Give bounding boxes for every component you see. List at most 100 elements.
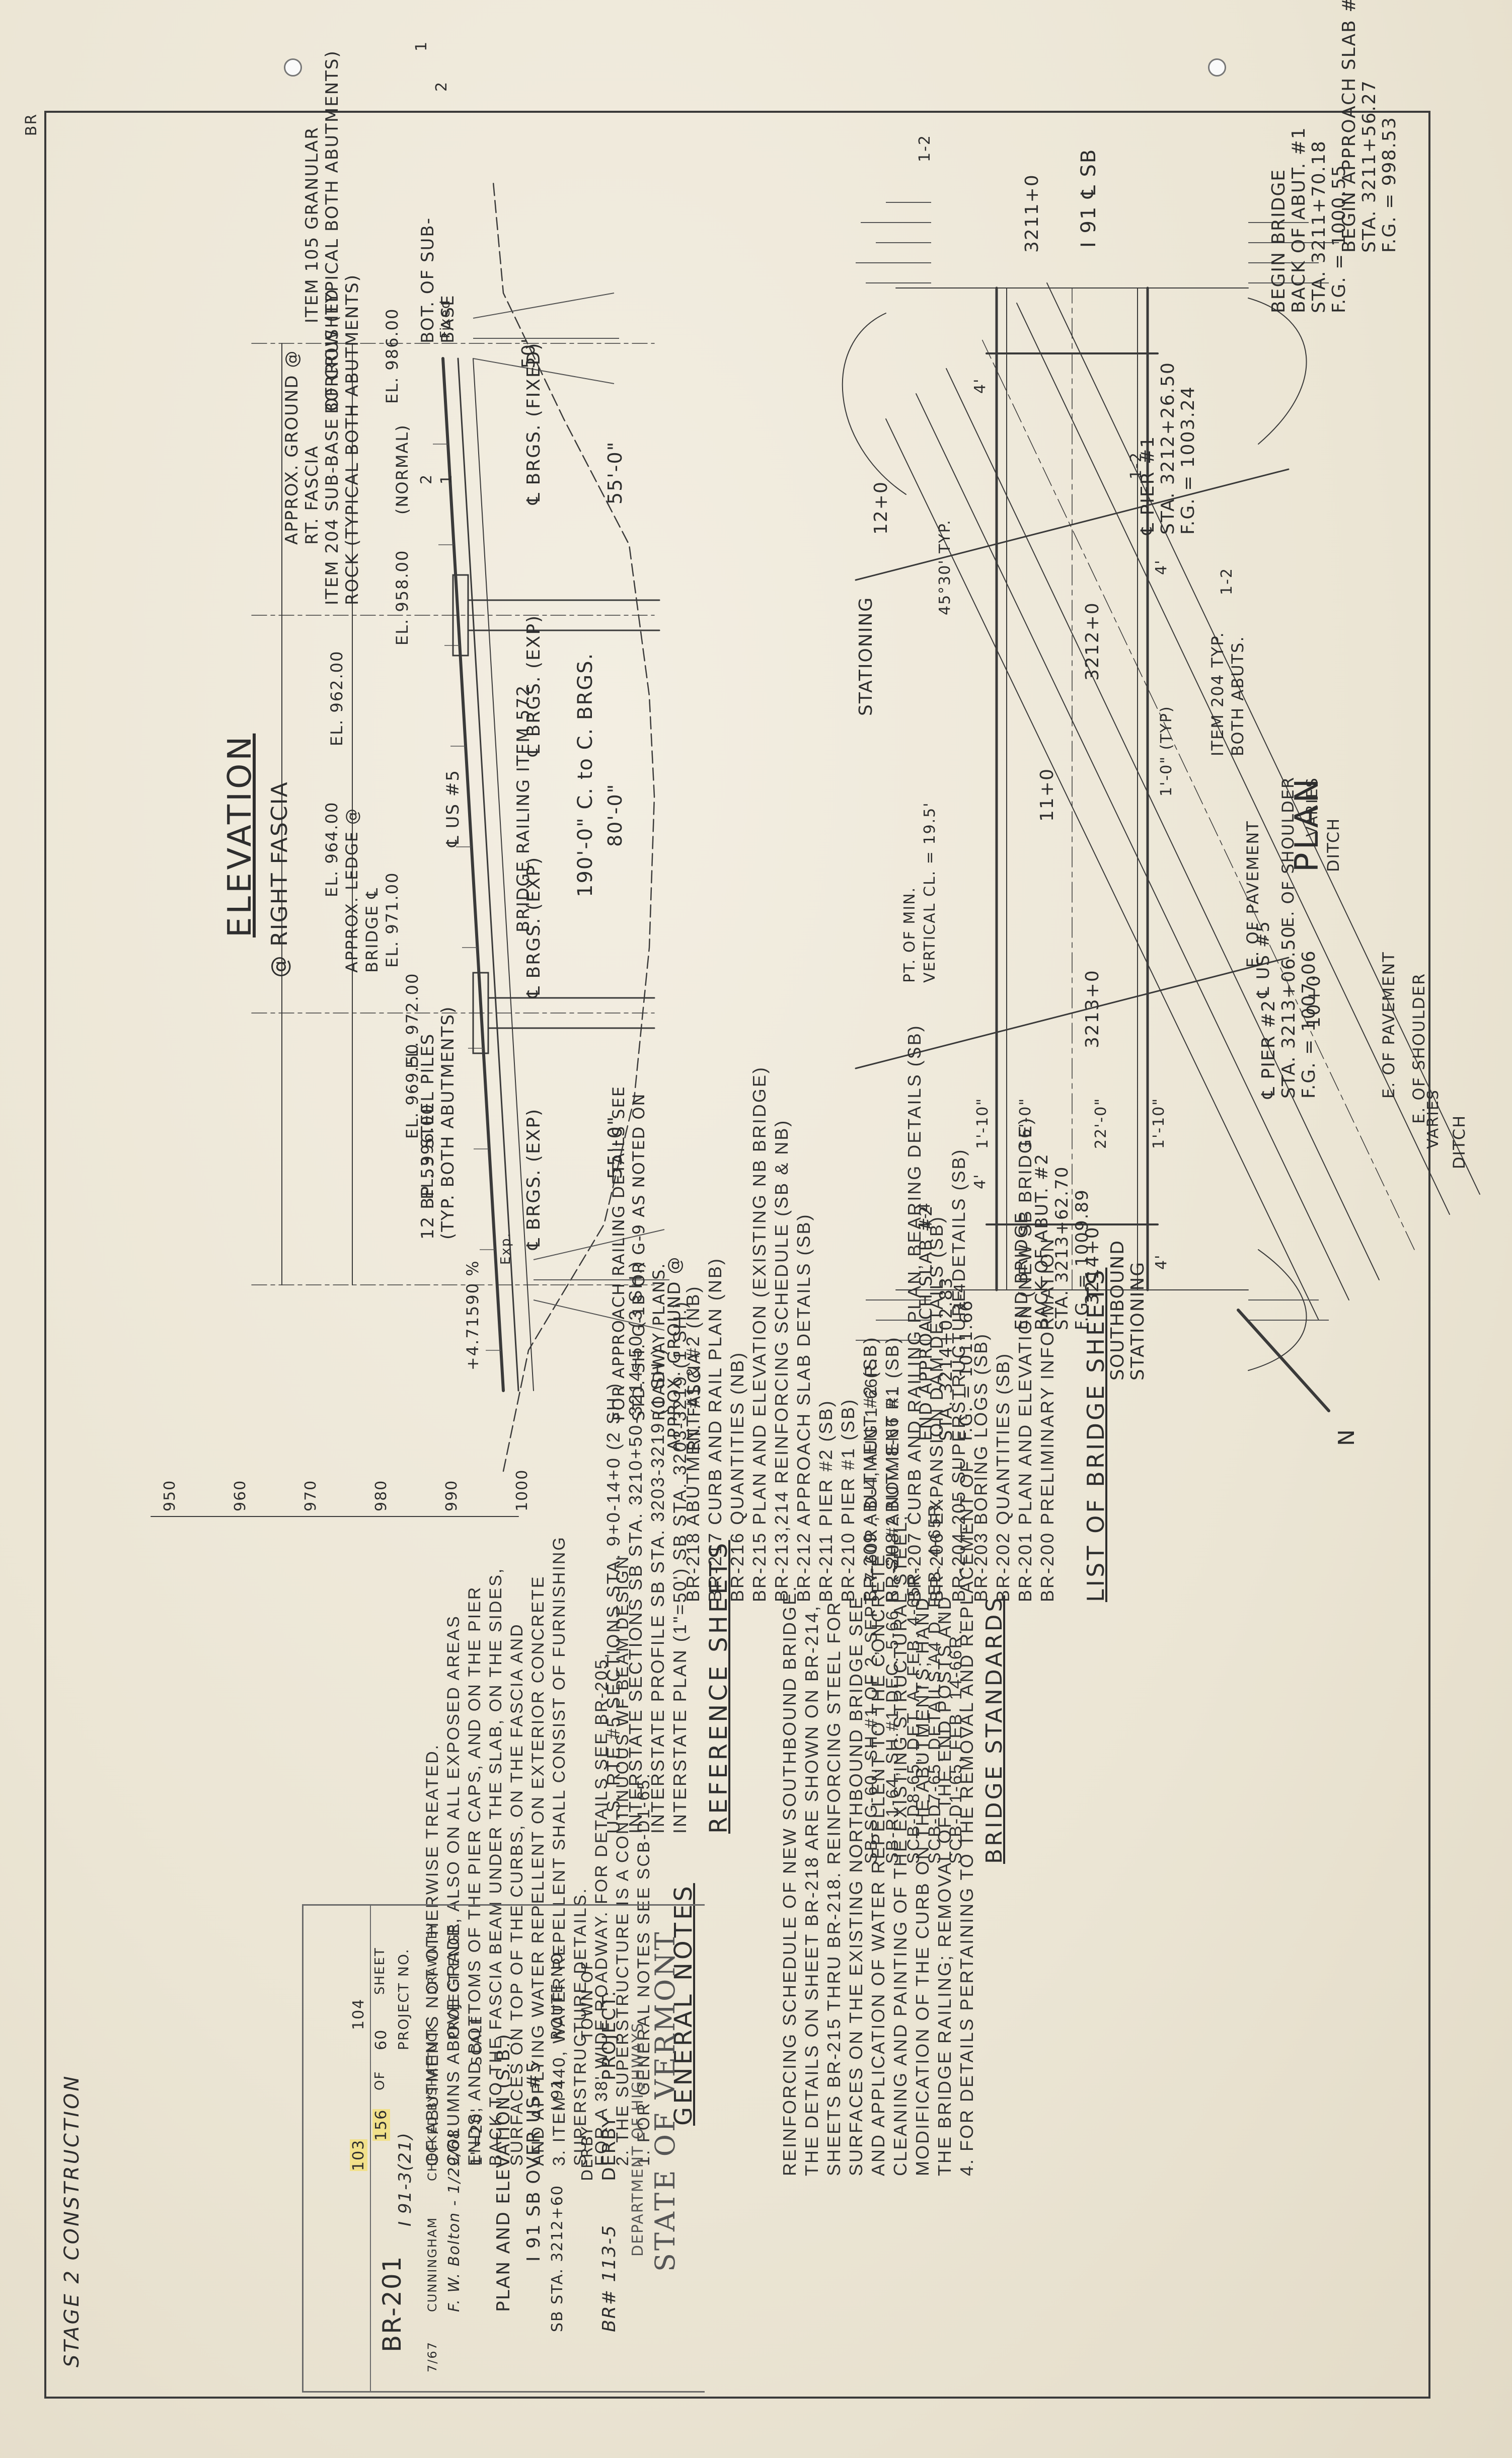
plan-sta-3213: 3213+0 bbox=[1082, 969, 1103, 1048]
elev-fixed: Fixed bbox=[438, 299, 453, 338]
elev-ground-line bbox=[492, 181, 655, 1472]
note-4-row: MODIFICATION OF THE CURB ON THE ABUTMENT… bbox=[912, 1596, 933, 2176]
elev-rock: ROCK (TYPICAL BOTH ABUTMENTS) bbox=[342, 273, 362, 605]
elev-el-962: EL. 962.00 bbox=[327, 650, 346, 746]
note-4-row: CLEANING AND PAINTING OF THE EXISTING ST… bbox=[890, 1514, 911, 2176]
plan-e-pavement-2: E. OF PAVEMENT bbox=[1379, 951, 1398, 1099]
elev-dim-50: 50' bbox=[518, 337, 539, 369]
plan-embankment-3 bbox=[1248, 1249, 1307, 1371]
note-4-row: 4. FOR DETAILS PERTAINING TO THE REMOVAL… bbox=[956, 1460, 977, 2176]
plan-slope-12c: 1-2 bbox=[1218, 567, 1236, 595]
elev-rt-fascia: RT. FASCIA bbox=[302, 445, 322, 545]
plan-stationing-us5: STATIONING bbox=[856, 596, 876, 716]
elev-girder-bottom bbox=[473, 358, 534, 1391]
elevation-view-linework bbox=[150, 181, 669, 1517]
tb-border-top bbox=[302, 1904, 304, 2393]
tb-border-left bbox=[302, 2391, 705, 2393]
tb-drawn: SHATTUCK bbox=[425, 2023, 439, 2095]
note-4-row: THE DETAILS ON SHEET BR-218 ARE SHOWN ON… bbox=[801, 1605, 822, 2176]
plan-ditch: DITCH bbox=[1324, 817, 1343, 872]
elev-scale-990: 990 bbox=[443, 1479, 461, 1511]
elev-grade: +4.71590 % bbox=[463, 1260, 482, 1370]
elev-pier2-cap bbox=[472, 972, 489, 1054]
elev-scale-1000: 1000 bbox=[513, 1469, 531, 1511]
tb-town: DERBY bbox=[579, 2125, 596, 2181]
tb-project-no-label: PROJECT NO. bbox=[395, 1948, 412, 2050]
plan-typ: 1'-0" (TYP) bbox=[1158, 705, 1175, 797]
elev-us5: ℄ US #5 bbox=[443, 769, 463, 847]
note-4-row: AND APPLICATION OF WATER REPELLENT TO TH… bbox=[868, 1553, 888, 2176]
plan-pier2-label: ℄ PIER #2 bbox=[1258, 999, 1279, 1099]
reference-sheet-row: INTERSTATE PLAN (1"=50') SB STA. 3203-32… bbox=[669, 1300, 690, 1834]
plan-shoulder-upper bbox=[916, 393, 1349, 1300]
tb-engineer-label: PROJECT ENGR. bbox=[445, 1917, 462, 2040]
tb-checked: CUNNINGHAM bbox=[425, 2216, 439, 2312]
plan-dim-d: 1'-10" bbox=[1150, 1097, 1168, 1149]
plan-slope-12b: 1-2 bbox=[1127, 452, 1145, 479]
elev-pier1-cap bbox=[452, 574, 469, 657]
elev-el-964: EL. 964.00 bbox=[322, 801, 341, 897]
tb-crossing: I 91 SB OVER US #5 bbox=[523, 2060, 544, 2262]
elev-item105: ITEM 105 GRANULAR bbox=[302, 126, 322, 323]
bridge-sheet-row: BR-211 PIER #2 (SB) bbox=[815, 1399, 836, 1602]
note-4-row: SURFACES ON THE EXISTING NORTHBOUND BRID… bbox=[846, 1596, 866, 2176]
plan-sta-12: 12+0 bbox=[871, 481, 891, 535]
elev-scale-970: 970 bbox=[302, 1479, 320, 1511]
plan-pavement-lower bbox=[1016, 303, 1450, 1215]
bridge-sheet-row: BR-210 PIER #1 (SB) bbox=[838, 1398, 858, 1602]
north-arrow bbox=[1237, 1309, 1330, 1412]
plan-dim-c: 22'-0" bbox=[1092, 1097, 1110, 1149]
plan-vert-cl: VERTICAL CL. = 19.5' bbox=[921, 802, 939, 983]
plan-begin-bridge: BEGIN BRIDGE bbox=[1268, 168, 1289, 313]
bridge-sheet-row: BR-213,214 REINFORCING SCHEDULE (SB & NB… bbox=[771, 1119, 792, 1602]
stage-note: STAGE 2 CONSTRUCTION bbox=[60, 2074, 84, 2367]
note-4-row: REINFORCING SCHEDULE OF NEW SOUTHBOUND B… bbox=[779, 1584, 800, 2176]
elev-span-total: 190'-0" C. to C. BRGS. bbox=[574, 652, 597, 897]
elev-piles bbox=[473, 293, 669, 1331]
note-4-row: SHEETS BR-215 THRU BR-218. REINFORCING S… bbox=[823, 1601, 844, 2176]
tb-project-no: I 91-3(21) bbox=[395, 2132, 415, 2226]
plan-sta-10: 10+0 bbox=[1304, 974, 1324, 1028]
reference-sheets-heading: REFERENCE SHEETS bbox=[705, 1540, 733, 1834]
plan-slope-hatching bbox=[856, 202, 1339, 1341]
elevation-title: ELEVATION bbox=[221, 733, 259, 937]
bridge-sheet-row: BR-202 QUANTITIES (SB) bbox=[993, 1352, 1013, 1602]
plan-view-linework bbox=[842, 202, 1480, 1412]
plan-ditch-upper bbox=[885, 418, 1319, 1321]
elev-brgs-exp-3: ℄ BRGS. (EXP) bbox=[523, 1108, 544, 1250]
tb-drawing-title: PLAN AND ELEVATION (S.B.) bbox=[493, 2033, 514, 2312]
elev-item204: ITEM 204 SUB-BASE OF CRUSHED bbox=[322, 288, 342, 605]
bridge-sheet-row: BR-200 PRELIMINARY INFORMATION bbox=[1037, 1237, 1057, 1602]
tb-stamp-no-2: 104 bbox=[350, 1998, 367, 2030]
punch-hole-top-left bbox=[284, 58, 302, 77]
plan-dim-4b: 4' bbox=[1153, 559, 1170, 575]
note-4-row: THE BRIDGE RAILING; REMOVAL OF THE END P… bbox=[934, 1595, 955, 2176]
tb-of-label: OF bbox=[372, 2070, 388, 2090]
elev-slope-1: 1 bbox=[413, 40, 430, 51]
plan-ditch-2: DITCH bbox=[1450, 1114, 1469, 1169]
bridge-sheet-row: BR-201 PLAN AND ELEVATION (NEW SB BRIDGE… bbox=[1015, 1117, 1035, 1602]
elev-deck-bottom bbox=[457, 357, 519, 1392]
plan-slope-12a: 1-2 bbox=[916, 134, 934, 162]
tb-engineer: F. W. Bolton - 1/29/68 bbox=[445, 2128, 463, 2312]
tb-project: DERBY bbox=[599, 2115, 620, 2181]
plan-embankment-2 bbox=[1248, 298, 1307, 445]
bridge-sheet-row: BR-212 APPROACH SLAB DETAILS (SB) bbox=[793, 1213, 814, 1602]
plan-us5-centerline bbox=[981, 338, 1415, 1250]
plan-i91-sb: I 91 ℄ SB bbox=[1077, 148, 1100, 248]
plan-both-abuts: BOTH ABUTS. bbox=[1228, 635, 1247, 756]
plan-pavement-upper bbox=[946, 368, 1380, 1280]
bridge-sheets-heading: LIST OF BRIDGE SHEETS bbox=[1082, 1267, 1109, 1602]
plan-pier1-label: ℄ PIER #1 bbox=[1138, 435, 1158, 535]
tb-sheet-label: SHEET bbox=[372, 1947, 388, 1995]
elev-span-1: 55'-0" bbox=[604, 441, 626, 504]
elev-bot-subbase: BOT. OF SUB- bbox=[418, 216, 438, 343]
plan-sta-3212: 3212+0 bbox=[1082, 602, 1103, 681]
tb-scale: 1"=20' bbox=[468, 2107, 486, 2166]
elev-slope-2: 2 bbox=[433, 81, 450, 92]
tb-border-right bbox=[302, 1904, 705, 1906]
tb-checked-label: CHECKED BY bbox=[425, 2093, 439, 2181]
plan-pt-min: PT. OF MIN. bbox=[901, 886, 919, 983]
